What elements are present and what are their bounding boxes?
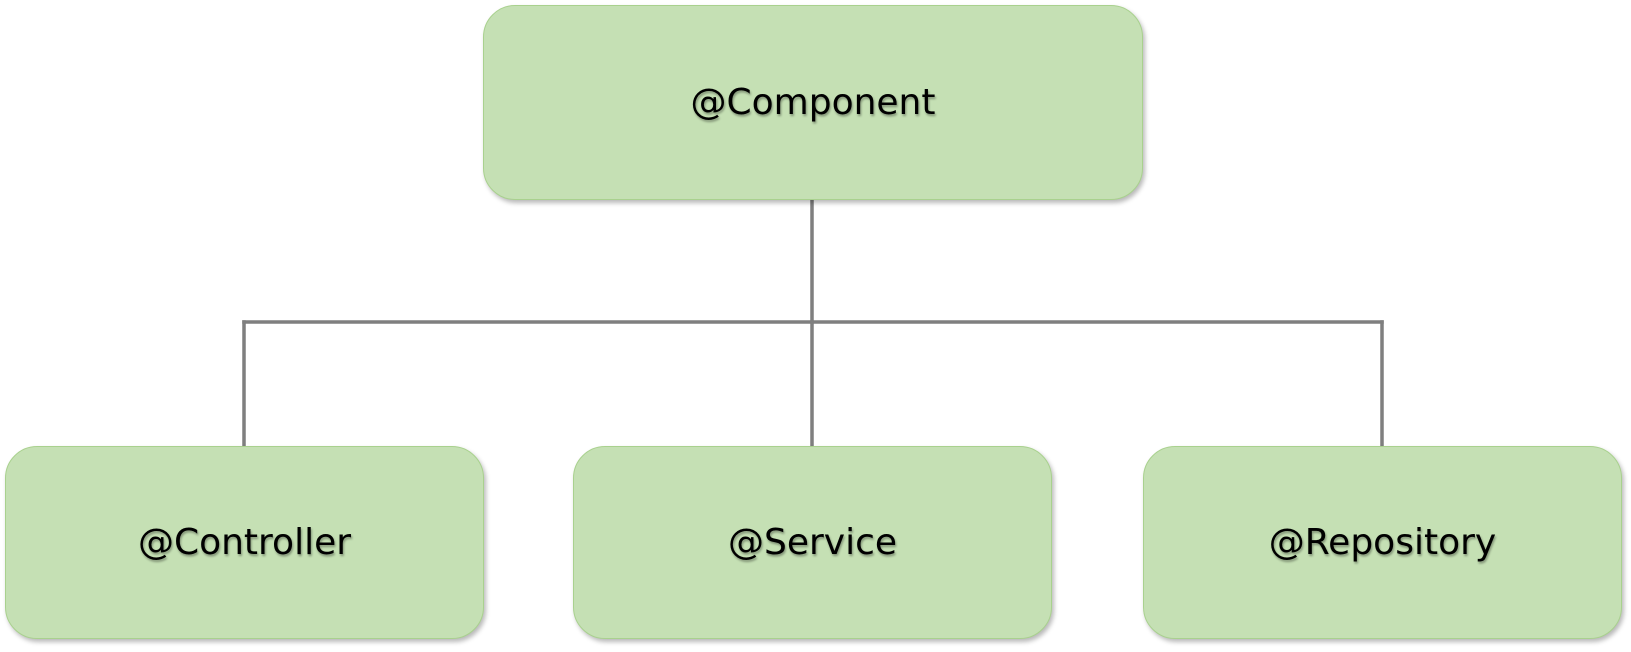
node-controller-label: @Controller xyxy=(137,522,352,563)
node-repository: @Repository xyxy=(1143,446,1622,639)
node-component: @Component xyxy=(483,5,1143,200)
node-component-label: @Component xyxy=(690,82,936,123)
node-service-label: @Service xyxy=(727,522,898,563)
node-controller: @Controller xyxy=(5,446,484,639)
node-service: @Service xyxy=(573,446,1052,639)
node-repository-label: @Repository xyxy=(1268,522,1497,563)
